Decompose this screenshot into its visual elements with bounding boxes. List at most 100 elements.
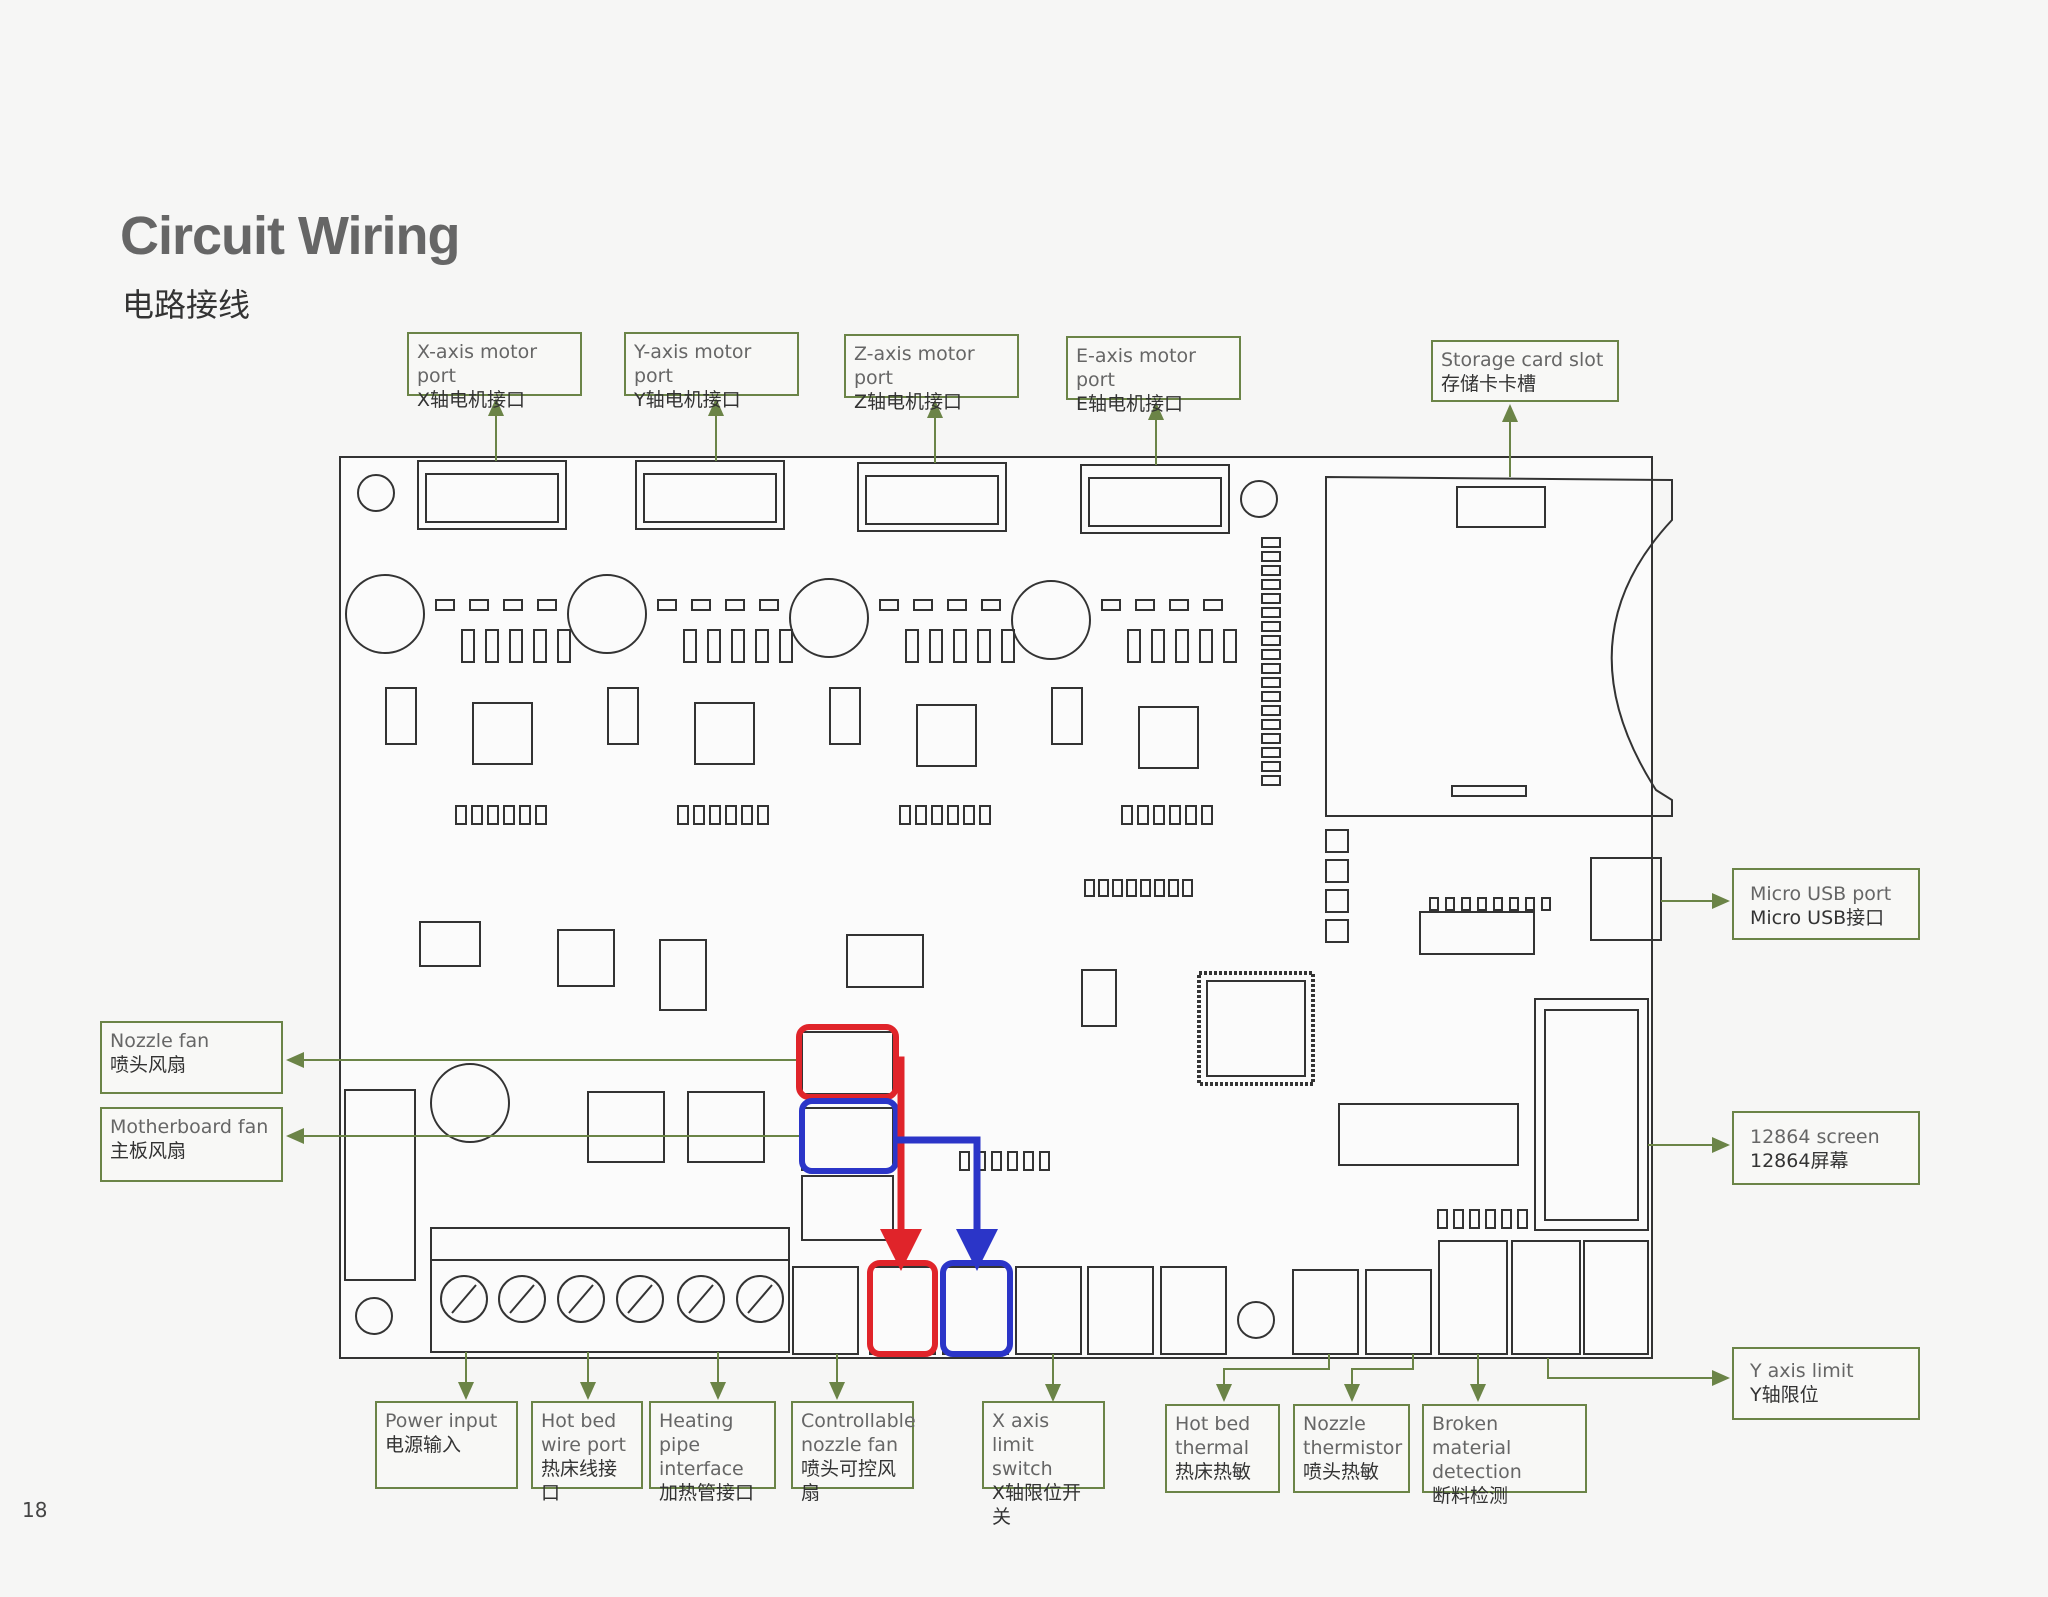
label-zh: X轴限位开关 [992,1482,1082,1528]
y-motor-connector [635,460,785,530]
smd-part [1325,889,1349,913]
label-en: Hot bed thermal [1175,1413,1251,1459]
smd-part [1453,1209,1464,1229]
smd-part [1261,565,1281,576]
smd-part [487,805,499,825]
smd-part [469,599,489,611]
capacitor [345,574,425,654]
smd-part [461,629,475,663]
label-zh: E轴电机接口 [1076,393,1184,415]
smd-part [1154,879,1165,897]
smd-part [1051,687,1083,745]
connector [1438,1240,1508,1355]
smd-part [1469,1209,1480,1229]
label-en: E-axis motor port [1076,345,1196,391]
leader-line [1216,1354,1330,1402]
smd-part [1501,1209,1512,1229]
label-zh: 喷头风扇 [110,1054,187,1076]
smd-part [759,599,779,611]
ic-chip [846,934,924,988]
smd-part [1081,969,1117,1027]
smd-part [435,599,455,611]
smd-part [879,599,899,611]
smd-part [1445,897,1455,911]
smd-part [963,805,975,825]
smd-part [1140,879,1151,897]
label-en: Nozzle thermistor [1303,1413,1403,1459]
label-zh: Y轴限位 [1750,1384,1819,1406]
capacitor [1011,580,1091,660]
smd-part [1175,629,1189,663]
label-en: X axis limit switch [992,1410,1053,1480]
smd-part [1325,829,1349,853]
mounting-hole [357,474,395,512]
smd-part [471,805,483,825]
smd-part [947,805,959,825]
driver-chip [1138,706,1199,769]
smd-part [1261,607,1281,618]
label-zh: 热床线接口 [541,1458,618,1504]
label-zh: 12864屏幕 [1750,1150,1849,1172]
connector [1583,1240,1649,1355]
terminal-block [430,1227,790,1353]
smd-part [1101,599,1121,611]
label-zh: 主板风扇 [110,1140,187,1162]
smd-part [607,687,639,745]
label-zh: Micro USB接口 [1750,907,1885,929]
smd-part [687,1091,765,1163]
smd-part [1098,879,1109,897]
smd-part [959,1151,970,1171]
z-motor-connector [857,462,1007,532]
smd-part [1261,593,1281,604]
smd-part [915,805,927,825]
smd-part [385,687,417,745]
smd-part [1261,663,1281,674]
smd-part [931,805,943,825]
smd-part [1199,629,1213,663]
label-en: Motherboard fan [110,1116,269,1138]
smd-part [419,921,481,967]
smd-part [1261,649,1281,660]
smd-part [1137,805,1149,825]
smd-part [1112,879,1123,897]
smd-part [1084,879,1095,897]
smd-part [1437,1209,1448,1229]
smd-part [1541,897,1551,911]
highlight-blue-source [799,1098,899,1174]
smd-part [1261,719,1281,730]
leader-line [1344,1354,1414,1402]
label-en: Heating pipe interface [659,1410,744,1480]
smd-part [755,629,769,663]
label-en: Power input [385,1410,498,1432]
smd-part [1525,897,1535,911]
label-zh: 断料检测 [1432,1485,1509,1507]
label-en: Storage card slot [1441,349,1604,371]
smd-part [533,629,547,663]
smd-part [741,805,753,825]
smd-part [1261,691,1281,702]
smd-part [977,629,991,663]
red-arrow [880,1056,922,1271]
smd-part [455,805,467,825]
blue-arrow [896,1136,998,1271]
driver-chip [694,702,755,765]
smd-part [1477,897,1487,911]
label-zh: X轴电机接口 [417,389,526,411]
leader-line [1547,1358,1730,1386]
label-en: Hot bed wire port [541,1410,626,1456]
smd-part [659,939,707,1011]
smd-part [1261,551,1281,562]
label-en: Controllable nozzle fan [801,1410,916,1456]
smd-part [709,805,721,825]
label-en: Z-axis motor port [854,343,975,389]
smd-part [1127,629,1141,663]
